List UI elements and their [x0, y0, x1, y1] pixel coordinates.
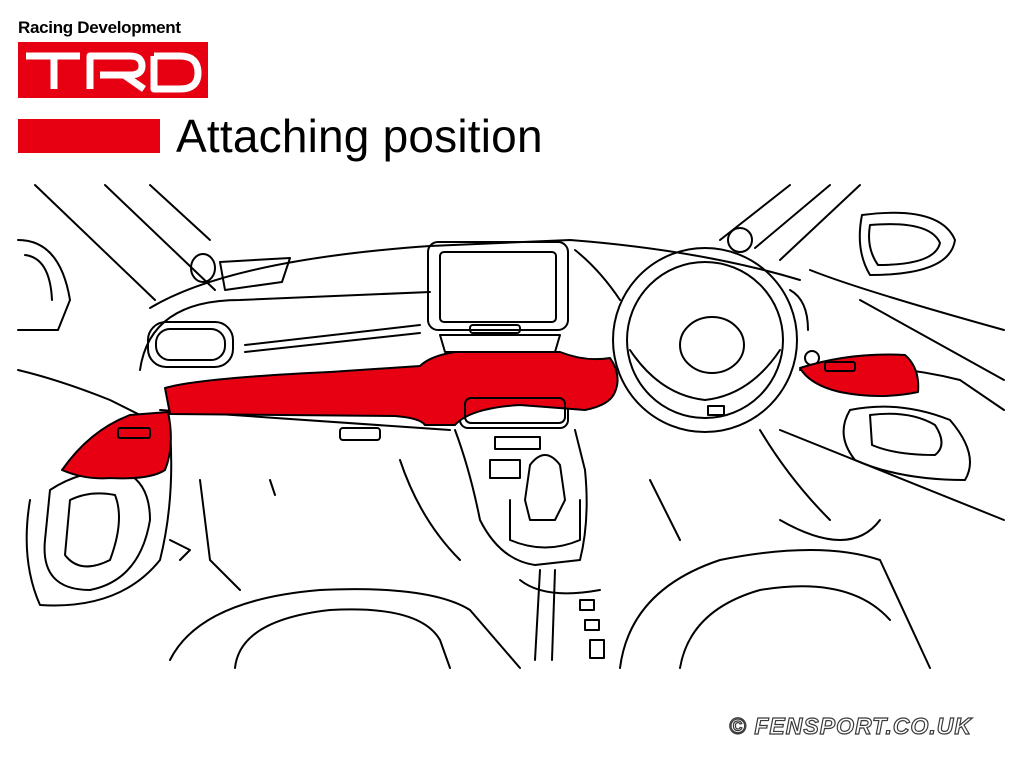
left-door-panel [17, 369, 173, 607]
trd-letters-icon [26, 52, 202, 93]
legend-swatch [18, 119, 160, 153]
left-door-switch-highlight [61, 411, 172, 480]
left-tweeter [190, 253, 216, 283]
gear-shifter [524, 454, 566, 521]
legend: Attaching position [18, 110, 543, 162]
dash-top [149, 239, 801, 309]
right-door-switch-highlight [799, 353, 920, 397]
right-seat [619, 549, 931, 669]
left-seat [169, 588, 521, 669]
trd-logo: Racing Development [18, 18, 208, 98]
interior-diagram [17, 184, 1005, 669]
left-a-pillar [34, 184, 156, 301]
logo-tagline: Racing Development [18, 18, 181, 37]
infotainment-screen [427, 241, 569, 331]
right-mirror [858, 211, 956, 276]
right-tweeter [727, 227, 753, 253]
trd-logo-mark [18, 42, 208, 98]
dash-trim-highlight [164, 351, 619, 426]
steering-wheel [612, 247, 798, 433]
copyright-text: © FENSPORT.CO.UK [728, 712, 972, 739]
legend-label: Attaching position [176, 110, 543, 162]
